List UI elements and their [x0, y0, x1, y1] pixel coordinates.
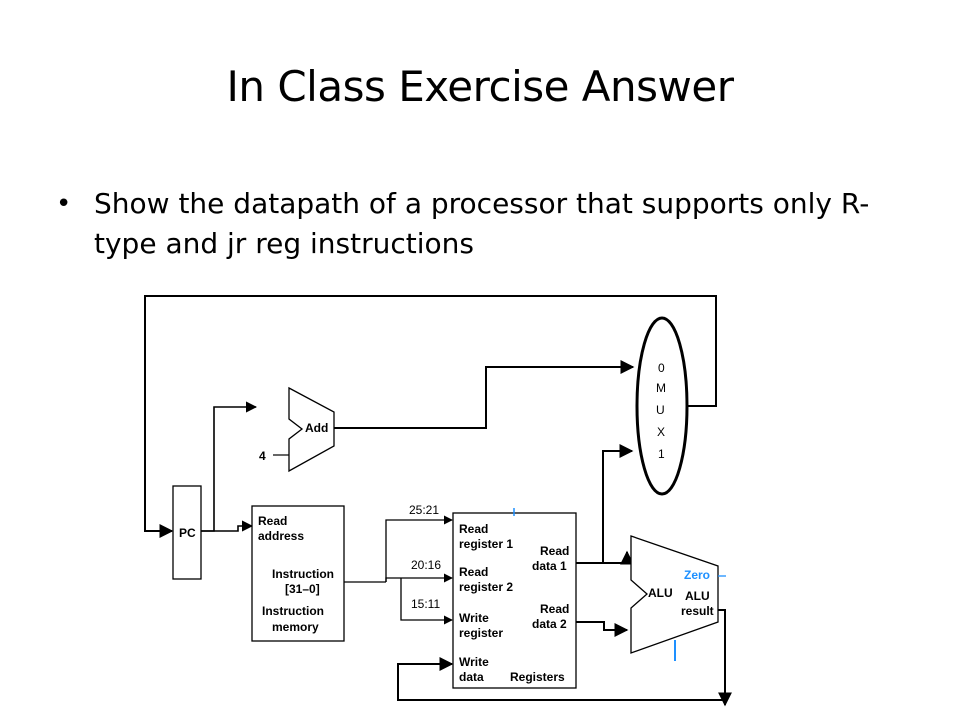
mux-label-1: 1 [658, 447, 665, 461]
pc-label: PC [179, 526, 196, 540]
wire-mux-to-pc [144, 295, 717, 538]
bullet-text: Show the datapath of a processor that su… [94, 187, 870, 260]
mux-label-0: 0 [658, 361, 665, 375]
wire-rd2-to-alu [576, 621, 629, 637]
imem-instruction: Instruction [272, 567, 334, 581]
wire-field-25-21 [385, 515, 453, 582]
field-label-15-11: 15:11 [411, 597, 440, 611]
bullet-dot: • [56, 189, 72, 219]
bullet-list: • Show the datapath of a processor that … [56, 184, 916, 264]
wire-field-15-11 [400, 578, 453, 625]
wire-rd1-to-mux [602, 444, 634, 563]
wire-pc-to-add [201, 401, 258, 532]
wire-rd1-to-alu [576, 550, 634, 565]
imem-name-2: memory [272, 620, 319, 634]
reg-rr2-b: register 2 [459, 580, 513, 594]
reg-name: Registers [510, 670, 565, 684]
pc-register [172, 485, 202, 580]
imem-read: Read [258, 514, 287, 528]
alu-name: ALU [648, 586, 673, 600]
wire-pc-to-imem [201, 520, 254, 532]
alu-zero: Zero [684, 568, 710, 582]
reg-wr-b: register [459, 626, 503, 640]
reg-rr1-b: register 1 [459, 537, 513, 551]
adder-unit [288, 386, 335, 473]
reg-wr-a: Write [459, 611, 489, 625]
mux-label-u: U [656, 403, 665, 417]
wire-alu-to-writedata [718, 609, 732, 707]
imem-name-1: Instruction [262, 604, 324, 618]
reg-rd1-b: data 1 [532, 559, 567, 573]
mux-ellipse [635, 316, 689, 496]
wire-writeback-loop [397, 657, 725, 701]
register-file [452, 512, 577, 689]
field-label-25-21: 25:21 [409, 503, 439, 517]
adder-const: 4 [259, 449, 266, 463]
alu-result-2: result [681, 604, 714, 618]
imem-address: address [258, 529, 304, 543]
alu-result-1: ALU [685, 589, 710, 603]
field-label-20-16: 20:16 [411, 558, 441, 572]
reg-rr1-a: Read [459, 522, 488, 536]
alu-unit [630, 535, 719, 654]
reg-rr2-a: Read [459, 565, 488, 579]
mux-label-m: M [656, 381, 666, 395]
wire-field-20-16 [385, 573, 453, 583]
reg-rd2-b: data 2 [532, 617, 567, 631]
wire-add-to-mux [334, 360, 635, 429]
reg-wd-b: data [459, 670, 484, 684]
instruction-memory [251, 505, 345, 642]
slide-title: In Class Exercise Answer [226, 62, 734, 111]
imem-bits: [31–0] [285, 582, 320, 596]
reg-rd1-a: Read [540, 544, 569, 558]
reg-wd-a: Write [459, 655, 489, 669]
adder-label: Add [305, 421, 328, 435]
reg-rd2-a: Read [540, 602, 569, 616]
mux-label-x: X [657, 425, 665, 439]
